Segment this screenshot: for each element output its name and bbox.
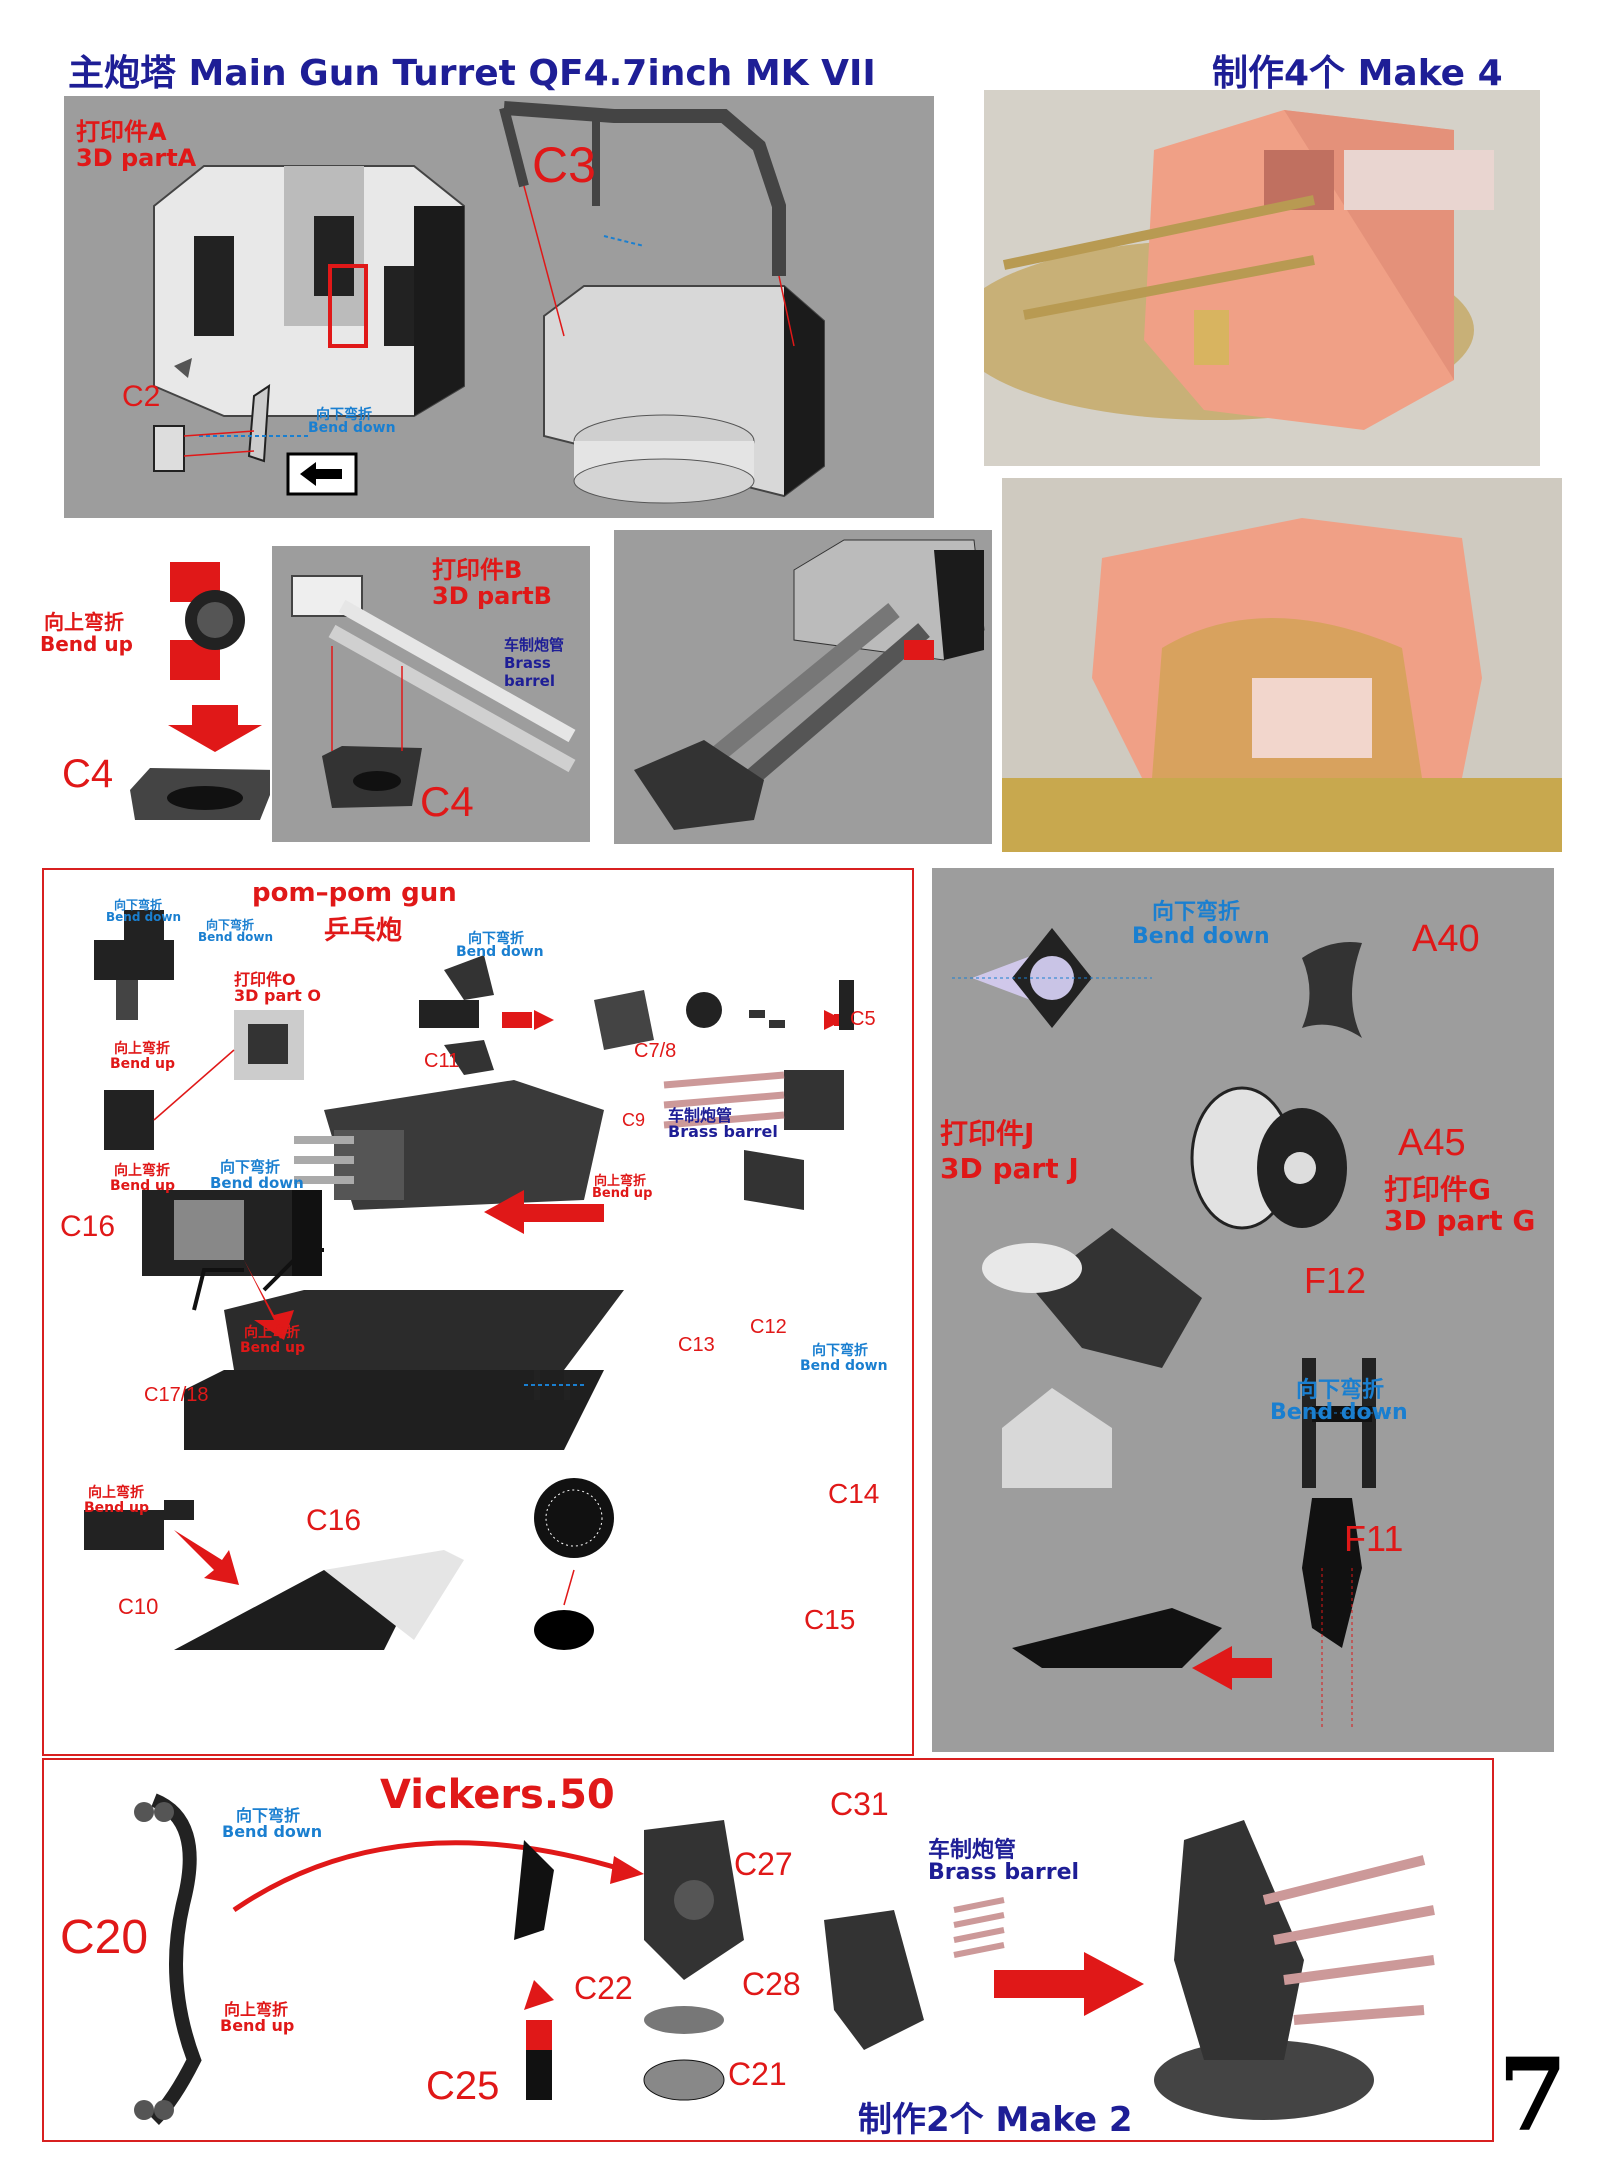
turret-assembly-drawing xyxy=(153,101,825,504)
part-c16-a: C16 xyxy=(60,1210,116,1243)
part-c31: C31 xyxy=(830,1786,889,1822)
make-count-top: 制作4个 Make 4 xyxy=(1212,53,1503,94)
turret-photo-bottom xyxy=(1002,478,1562,852)
pompom-gun-box: pom–pom gun 乒乓炮 向下弯折 Bend down 向下弯折 Bend… xyxy=(42,868,914,1756)
part-c25: C25 xyxy=(426,2064,500,2108)
print-o-en: 3D part O xyxy=(234,986,321,1005)
pompom-bend-down-en-1: Bend down xyxy=(106,910,182,924)
part-c78: C7/8 xyxy=(634,1040,677,1062)
sl-bend-down-en: Bend down xyxy=(1132,924,1270,949)
vickers-brass-cn: 车制炮管 xyxy=(928,1838,1017,1863)
vickers-box: Vickers.50 向下弯折 Bend down C20 向上弯折 Bend … xyxy=(42,1758,1494,2142)
pompom-bend-down-en-2: Bend down xyxy=(198,930,274,944)
print-a-cn: 打印件A xyxy=(76,118,167,146)
print-g-cn: 打印件G xyxy=(1384,1173,1491,1206)
part-c10: C10 xyxy=(118,1594,159,1619)
gun-part-b-panel: 打印件B 3D partB 车制炮管 Brass barrel C4 xyxy=(272,546,590,842)
vickers-bend-up-en: Bend up xyxy=(220,2016,295,2035)
part-c13: C13 xyxy=(678,1334,715,1356)
part-c4-left: C4 xyxy=(62,752,114,796)
bend-up-en-c4: Bend up xyxy=(40,632,133,656)
part-c3: C3 xyxy=(532,137,596,193)
pompom-bend-up-cn-4: 向上弯折 xyxy=(244,1325,300,1341)
make-count-bottom: 制作2个 Make 2 xyxy=(858,2100,1133,2140)
pompom-bend-up-en-3: Bend up xyxy=(110,1178,176,1194)
pompom-drawing xyxy=(84,910,854,1650)
pompom-bend-down-en-5: Bend down xyxy=(800,1358,888,1374)
pompom-bend-up-cn-3: 向上弯折 xyxy=(114,1163,170,1179)
bend-down-en-a: Bend down xyxy=(308,420,396,436)
page-number: 7 xyxy=(1498,2036,1568,2154)
part-c5: C5 xyxy=(850,1008,876,1030)
print-g-en: 3D part G xyxy=(1384,1204,1536,1237)
pompom-bend-down-cn-2: 向下弯折 xyxy=(206,918,255,932)
print-b-cn: 打印件B xyxy=(432,556,523,584)
bend-down-cn-a: 向下弯折 xyxy=(316,407,372,423)
part-c11: C11 xyxy=(424,1050,460,1072)
part-c21: C21 xyxy=(728,2056,787,2092)
part-c28: C28 xyxy=(742,1966,801,2002)
pompom-bend-down-cn-1: 向下弯折 xyxy=(114,898,163,912)
print-b-en: 3D partB xyxy=(432,582,552,610)
part-c20: C20 xyxy=(60,1911,149,1964)
searchlight-panel: 向下弯折 Bend down A40 A45 打印件G 3D part G 打印… xyxy=(932,868,1554,1752)
part-c16-b: C16 xyxy=(306,1504,362,1537)
pompom-bend-up-en-1: Bend up xyxy=(110,1056,176,1072)
pompom-brass-cn: 车制炮管 xyxy=(668,1106,733,1125)
pompom-bend-up-en-4: Bend up xyxy=(240,1340,306,1356)
part-c2: C2 xyxy=(122,380,161,413)
pompom-brass-en: Brass barrel xyxy=(668,1122,778,1141)
brass-barrel-cn-b: 车制炮管 xyxy=(504,636,565,654)
pompom-bend-down-cn-4: 向下弯折 xyxy=(220,1158,281,1176)
part-c27: C27 xyxy=(734,1846,793,1882)
part-a40: A40 xyxy=(1412,918,1480,960)
part-f11: F11 xyxy=(1344,1518,1404,1559)
pompom-bend-down-en-3: Bend down xyxy=(456,944,544,960)
vickers-bend-down-en: Bend down xyxy=(222,1822,323,1841)
brass-barrel-en-b: Brass barrel xyxy=(504,654,555,690)
bend-up-cn-c4: 向上弯折 xyxy=(44,610,124,634)
print-j-en: 3D part J xyxy=(940,1152,1079,1185)
pompom-bend-up-cn-5: 向上弯折 xyxy=(88,1485,144,1501)
gun-in-turret-panel xyxy=(614,530,992,844)
pompom-bend-up-en-5: Bend up xyxy=(84,1500,150,1516)
pompom-bend-down-cn-5: 向下弯折 xyxy=(812,1343,868,1359)
vickers-bend-down-cn: 向下弯折 xyxy=(236,1806,301,1825)
part-c15: C15 xyxy=(804,1604,856,1635)
part-c4-mid: C4 xyxy=(420,778,474,825)
print-j-cn: 打印件J xyxy=(940,1117,1035,1150)
sl-bend-down-en-2: Bend down xyxy=(1270,1400,1408,1425)
c4-bending-area: 向上弯折 Bend up C4 xyxy=(40,520,270,840)
searchlight-drawing xyxy=(952,928,1392,1728)
page-title: 主炮塔 Main Gun Turret QF4.7inch MK VII xyxy=(68,53,876,94)
part-f12: F12 xyxy=(1304,1260,1367,1301)
part-c9: C9 xyxy=(622,1110,646,1130)
pompom-bend-up-cn-2: 向上弯折 xyxy=(594,1174,647,1189)
print-o-cn: 打印件O xyxy=(234,970,296,989)
pompom-bend-down-en-4: Bend down xyxy=(210,1174,304,1192)
part-c1718: C17/18 xyxy=(144,1384,209,1406)
pompom-bend-down-cn-3: 向下弯折 xyxy=(468,931,524,947)
pompom-title-en: pom–pom gun xyxy=(252,878,457,908)
pompom-bend-up-en-2: Bend up xyxy=(592,1186,653,1201)
sl-bend-down-cn-2: 向下弯折 xyxy=(1296,1378,1385,1403)
pompom-bend-up-cn-1: 向上弯折 xyxy=(114,1041,170,1057)
vickers-title: Vickers.50 xyxy=(380,1772,615,1818)
print-a-en: 3D partA xyxy=(76,144,197,172)
part-c12: C12 xyxy=(750,1316,787,1338)
sl-bend-down-cn: 向下弯折 xyxy=(1152,900,1241,925)
turret-photo-top xyxy=(984,90,1540,466)
vickers-drawing xyxy=(134,1793,1435,2125)
pompom-title-cn: 乒乓炮 xyxy=(324,916,403,946)
turret-assembly-panel: 打印件A 3D partA C3 C2 向下弯折 Bend down xyxy=(64,96,934,518)
part-c22: C22 xyxy=(574,1970,633,2006)
vickers-bend-up-cn: 向上弯折 xyxy=(224,2000,289,2019)
part-a45: A45 xyxy=(1398,1122,1466,1164)
part-c14: C14 xyxy=(828,1478,880,1509)
vickers-brass-en: Brass barrel xyxy=(928,1860,1080,1885)
